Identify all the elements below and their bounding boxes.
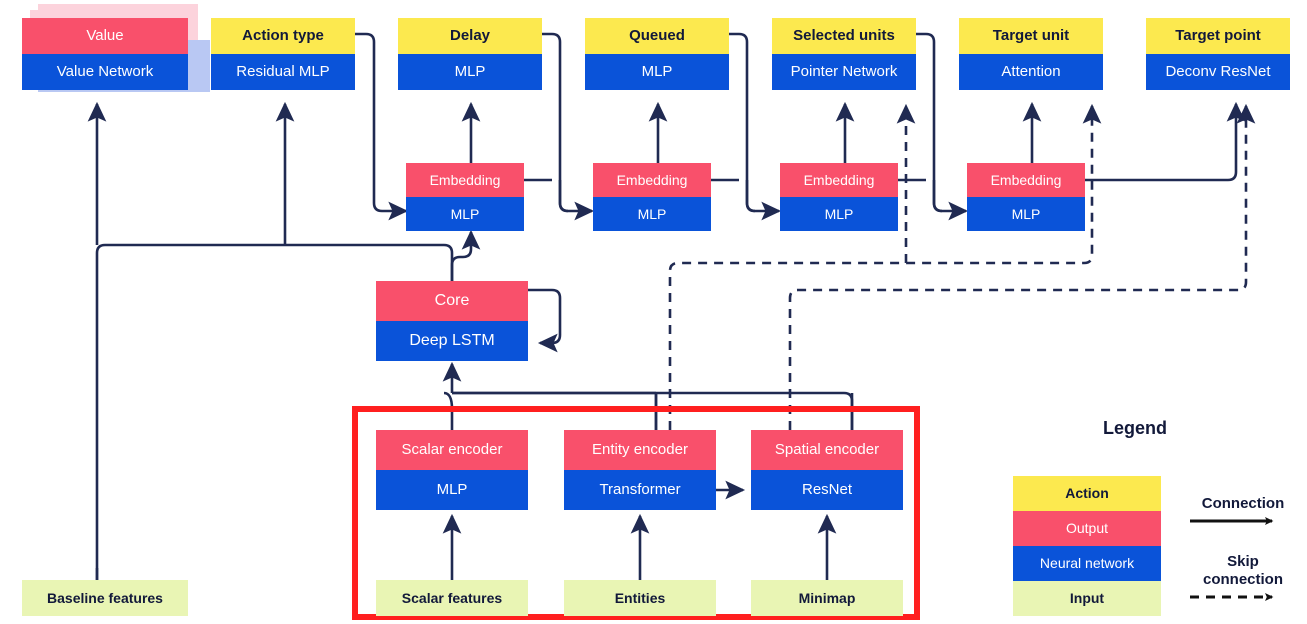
output-card-action-type-label: Action type — [211, 18, 355, 54]
input-card-entities[interactable]: Entities — [564, 580, 716, 616]
output-card-queued-network: MLP — [585, 54, 729, 90]
embedding-card-queued-network: MLP — [593, 197, 711, 231]
legend-swatch-output: Output — [1013, 511, 1161, 546]
legend-swatch-stack: Action Output Neural network Input — [1013, 476, 1161, 616]
input-card-scalar-features[interactable]: Scalar features — [376, 580, 528, 616]
output-card-delay-label: Delay — [398, 18, 542, 54]
core-card[interactable]: Core Deep LSTM — [376, 281, 528, 361]
embedding-card-selected-units[interactable]: Embedding MLP — [780, 163, 898, 231]
output-card-selected-units[interactable]: Selected units Pointer Network — [772, 18, 916, 90]
encoder-card-spatial-label: Spatial encoder — [751, 430, 903, 470]
output-card-delay[interactable]: Delay MLP — [398, 18, 542, 90]
core-card-network: Deep LSTM — [376, 321, 528, 361]
legend-skip-label-line1: Skip — [1227, 553, 1259, 570]
encoder-card-entity-network: Transformer — [564, 470, 716, 510]
embedding-card-queued[interactable]: Embedding MLP — [593, 163, 711, 231]
output-card-delay-network: MLP — [398, 54, 542, 90]
output-card-value-action: Value — [22, 18, 188, 54]
value-ghost-card-mid2 — [190, 50, 210, 88]
legend-skip-label-line2: connection — [1202, 571, 1283, 588]
output-card-action-type-network: Residual MLP — [211, 54, 355, 90]
output-card-queued[interactable]: Queued MLP — [585, 18, 729, 90]
encoder-card-entity-label: Entity encoder — [564, 430, 716, 470]
output-card-target-point[interactable]: Target point Deconv ResNet — [1146, 18, 1290, 90]
output-card-target-point-label: Target point — [1146, 18, 1290, 54]
legend-swatch-input: Input — [1013, 581, 1161, 616]
encoder-card-scalar-network: MLP — [376, 470, 528, 510]
output-card-queued-label: Queued — [585, 18, 729, 54]
output-card-selected-units-network: Pointer Network — [772, 54, 916, 90]
embedding-card-target-unit-network: MLP — [967, 197, 1085, 231]
embedding-card-selected-units-label: Embedding — [780, 163, 898, 197]
embedding-card-delay[interactable]: Embedding MLP — [406, 163, 524, 231]
output-card-target-point-network: Deconv ResNet — [1146, 54, 1290, 90]
encoder-card-spatial-network: ResNet — [751, 470, 903, 510]
output-card-target-unit[interactable]: Target unit Attention — [959, 18, 1103, 90]
embedding-card-selected-units-network: MLP — [780, 197, 898, 231]
output-card-selected-units-label: Selected units — [772, 18, 916, 54]
embedding-card-target-unit[interactable]: Embedding MLP — [967, 163, 1085, 231]
embedding-card-target-unit-label: Embedding — [967, 163, 1085, 197]
encoder-card-scalar-label: Scalar encoder — [376, 430, 528, 470]
legend-title: Legend — [1102, 418, 1167, 438]
output-card-value-network: Value Network — [22, 54, 188, 90]
embedding-card-delay-network: MLP — [406, 197, 524, 231]
output-card-value[interactable]: Value Value Network — [22, 18, 188, 90]
core-card-label: Core — [376, 281, 528, 321]
legend-swatch-neural-network: Neural network — [1013, 546, 1161, 581]
encoder-card-entity[interactable]: Entity encoder Transformer — [564, 430, 716, 510]
legend-connection-label: Connection — [1201, 495, 1285, 512]
embedding-card-queued-label: Embedding — [593, 163, 711, 197]
output-card-action-type[interactable]: Action type Residual MLP — [211, 18, 355, 90]
input-card-minimap[interactable]: Minimap — [751, 580, 903, 616]
encoder-card-spatial[interactable]: Spatial encoder ResNet — [751, 430, 903, 510]
encoder-card-scalar[interactable]: Scalar encoder MLP — [376, 430, 528, 510]
output-card-target-unit-network: Attention — [959, 54, 1103, 90]
embedding-card-delay-label: Embedding — [406, 163, 524, 197]
legend-swatch-action: Action — [1013, 476, 1161, 511]
input-card-baseline-features[interactable]: Baseline features — [22, 580, 188, 616]
output-card-target-unit-label: Target unit — [959, 18, 1103, 54]
